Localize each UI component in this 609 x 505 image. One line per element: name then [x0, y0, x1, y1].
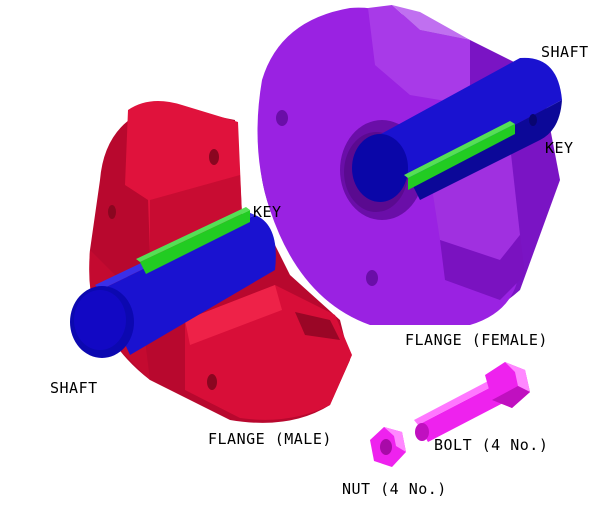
label-shaft-top: SHAFT: [541, 43, 589, 61]
flange-male-bolt-hole: [207, 374, 217, 390]
nut-hole: [380, 439, 392, 455]
flange-female-bolt-hole: [276, 110, 288, 126]
label-key-right: KEY: [545, 139, 574, 157]
shaft-bottom-body: [100, 215, 276, 355]
label-bolt: BOLT (4 No.): [434, 436, 549, 454]
key-left: [136, 207, 250, 274]
label-key-left: KEY: [253, 203, 282, 221]
label-flange-male: FLANGE (MALE): [208, 430, 332, 448]
shaft-top-end: [352, 134, 408, 202]
shaft-top: [352, 57, 562, 202]
label-flange-female: FLANGE (FEMALE): [405, 331, 548, 349]
flange-female-bolt-hole: [366, 270, 378, 286]
flange-female-top-step: [368, 5, 470, 105]
flange-male-bolt-hole: [209, 149, 219, 165]
nut: [370, 427, 406, 467]
flange-male: [89, 101, 352, 423]
shaft-top-body: [370, 57, 562, 180]
key-right: [404, 121, 515, 190]
shaft-top-hole: [529, 114, 537, 126]
bolt-shank: [418, 385, 505, 442]
flange-male-bolt-hole: [108, 205, 116, 219]
label-shaft-bottom: SHAFT: [50, 379, 98, 397]
bolt: [414, 362, 530, 442]
label-nut: NUT (4 No.): [342, 480, 447, 498]
